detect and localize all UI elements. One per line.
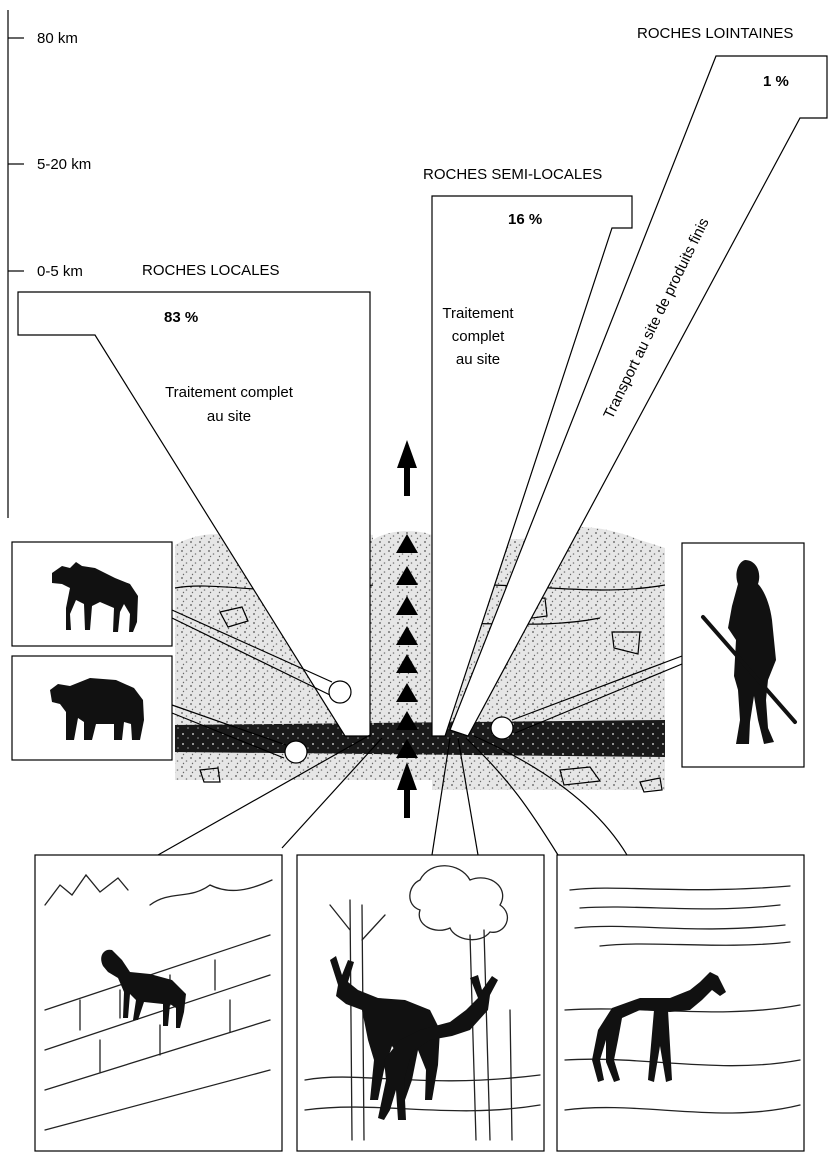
archaeological-layer xyxy=(175,720,665,757)
semi-local-note-line-1: Traitement xyxy=(442,305,514,322)
bear-panel xyxy=(12,656,172,760)
human-panel xyxy=(682,543,804,767)
circle-marker-icon xyxy=(285,741,307,763)
hyena-panel xyxy=(12,542,172,646)
horse-panel xyxy=(557,855,804,1151)
arrow-up-icon xyxy=(397,440,417,496)
local-title: ROCHES LOCALES xyxy=(142,262,280,279)
distant-title: ROCHES LOINTAINES xyxy=(637,25,793,42)
semi-local-title: ROCHES SEMI-LOCALES xyxy=(423,166,602,183)
semi-local-note-line-2: complet xyxy=(452,328,505,345)
scale-label-5-20km: 5-20 km xyxy=(37,156,91,173)
scale-label-0-5km: 0-5 km xyxy=(37,263,83,280)
local-note-line-1: Traitement complet xyxy=(165,384,294,401)
deer-frame xyxy=(297,855,544,1151)
semi-local-note-line-3: au site xyxy=(456,351,500,368)
circle-marker-icon xyxy=(329,681,351,703)
deer-panel xyxy=(297,855,544,1151)
scale-label-80km: 80 km xyxy=(37,30,78,47)
semi-local-percent: 16 % xyxy=(508,211,542,228)
local-percent: 83 % xyxy=(164,309,198,326)
circle-marker-icon xyxy=(491,717,513,739)
distance-scale: 80 km 5-20 km 0-5 km xyxy=(8,10,91,518)
chamois-panel xyxy=(35,855,282,1151)
distant-percent: 1 % xyxy=(763,73,789,90)
local-note-line-2: au site xyxy=(207,408,251,425)
